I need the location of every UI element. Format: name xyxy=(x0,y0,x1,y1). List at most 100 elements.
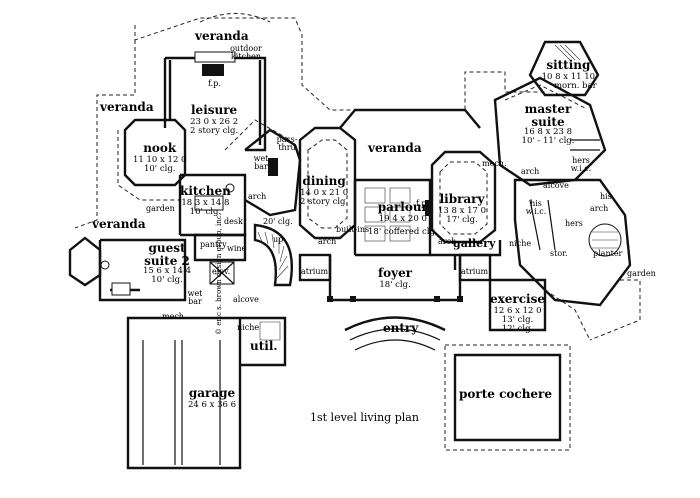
veranda-left-label: veranda xyxy=(100,100,154,114)
his-label: his xyxy=(600,192,612,201)
built-ins-label: built-ins xyxy=(336,225,370,234)
dining-ceiling xyxy=(307,139,348,229)
library-label: library 13 8 x 17 0 17' clg. xyxy=(438,190,486,225)
sitting-label: sitting 10 8 x 11 10 morn. bar xyxy=(540,56,597,91)
arch-master-label: arch xyxy=(521,167,540,176)
fp-parlour-label: f.p. xyxy=(416,199,429,208)
sitting-walls xyxy=(528,40,600,97)
niche-gallery-label: niche xyxy=(509,239,532,248)
parlour-walls xyxy=(353,178,432,257)
library-dims: 13 8 x 17 0 xyxy=(438,205,487,216)
exercise-dims: 12 6 x 12 0 xyxy=(493,305,542,316)
master-suite-walls xyxy=(493,76,607,187)
kitchen-island xyxy=(194,195,224,211)
garage-dims: 24 6 x 36 6 xyxy=(188,399,237,410)
entry-arc xyxy=(344,316,446,332)
wet-bar-upper-label: wet bar xyxy=(253,154,269,172)
exercise-label: exercise 12 6 x 12 0 13' clg. 12' clg. xyxy=(490,290,545,334)
library-walls xyxy=(430,150,497,244)
foyer-name: foyer xyxy=(378,266,413,280)
util-label: util. xyxy=(250,339,278,353)
exercise-ceiling: 13' clg. xyxy=(501,314,534,325)
garage-walls xyxy=(126,316,242,470)
nook-label: nook 11 10 x 12 0 10' clg. xyxy=(133,139,186,174)
hers-wic-shelf xyxy=(570,139,600,151)
library-ceiling: 17' clg. xyxy=(446,214,478,225)
garden-right-label: garden xyxy=(627,269,656,278)
master-bath-walls xyxy=(513,178,632,307)
pantry-label: pantry xyxy=(200,240,227,249)
nook-dims: 11 10 x 12 0 xyxy=(133,154,187,165)
kitchen-dims: 18 3 x 14 8 xyxy=(181,197,230,208)
passthru-dash xyxy=(224,119,291,151)
arch-bath-label: arch xyxy=(590,204,609,213)
util-walls xyxy=(240,316,287,367)
nook-name: nook xyxy=(143,141,177,155)
gallery-walls xyxy=(430,240,502,270)
desk-label: desk xyxy=(224,217,243,226)
dining-name: dining xyxy=(302,174,346,188)
guest-bath-tub xyxy=(111,282,131,296)
guest-toilet xyxy=(100,260,110,270)
veranda-center-walls xyxy=(339,108,481,129)
master-suite-name: master suite xyxy=(524,102,572,129)
pantry-walls xyxy=(193,233,247,262)
arch-library-label: arch xyxy=(438,237,457,246)
plan-title: 1st level living plan xyxy=(310,411,419,424)
atrium-right-label: atrium xyxy=(461,267,489,276)
stor-label: stor. xyxy=(550,249,568,258)
outdoor-kitchen-label: outdoor kitchen xyxy=(230,44,262,62)
his-wic-shelf xyxy=(529,199,556,251)
his-wic-label: his w.i.c. xyxy=(525,199,547,217)
guest-suite-name: guest suite 2 xyxy=(144,241,190,268)
parlour-name: parlour xyxy=(377,200,428,214)
entry-label: entry xyxy=(383,321,419,335)
leisure-label: leisure 23 0 x 26 2 2 story clg. xyxy=(190,101,238,136)
kitchen-ceiling: 10' clg. xyxy=(189,206,222,217)
niche-lower-label: niche xyxy=(237,323,260,332)
leisure-name: leisure xyxy=(191,103,238,117)
veranda-left-outline xyxy=(74,40,136,229)
sitting-dims: 10 8 x 11 10 xyxy=(541,71,596,82)
guest-bath-polygon xyxy=(68,236,102,287)
foyer-label: foyer 18' clg. xyxy=(378,264,412,290)
pass-thru-label: pass-thru xyxy=(276,135,298,153)
dining-ceiling: 2 story clg. xyxy=(300,196,349,207)
wine-label: wine xyxy=(227,244,247,253)
exercise-walls xyxy=(488,278,547,332)
garage-label: garage 24 6 x 36 6 xyxy=(188,384,236,410)
arch-dining-label: arch xyxy=(318,237,337,246)
sitting-hatch xyxy=(554,44,581,61)
porte-cochere-walls xyxy=(453,353,562,442)
foyer-ceiling: 18' clg. xyxy=(379,279,411,290)
leisure-walls xyxy=(163,56,267,152)
mech-upper-label: mech. xyxy=(482,159,507,168)
alcove-lower-label: alcove xyxy=(233,295,259,304)
nook-dash xyxy=(117,130,180,201)
guest-suite-dims: 15 6 x 14 4 xyxy=(142,266,192,277)
master-suite-dims: 16 8 x 23 8 xyxy=(523,127,573,138)
elevator-x xyxy=(209,261,235,285)
mech-lower-label: mech. xyxy=(162,312,187,321)
kitchen-sink xyxy=(225,183,235,193)
parlour-dims: 19 4 x 20 0 xyxy=(378,213,427,224)
kitchen-name: kitchen xyxy=(180,184,231,198)
exercise-name: exercise xyxy=(490,292,546,306)
parlour-fireplace xyxy=(425,200,431,216)
veranda-lower-left-label: veranda xyxy=(92,217,146,231)
atrium-left-label: atrium xyxy=(301,267,329,276)
leisure-ceiling: 2 story clg. xyxy=(190,125,239,136)
clg-20-label: 20' clg. xyxy=(263,217,293,226)
nook-ceiling: 10' clg. xyxy=(143,163,176,174)
copyright-notice: © eric s. brown design group, inc. xyxy=(215,213,223,335)
sitting-name: sitting xyxy=(546,58,591,72)
dining-dims: 14 0 x 21 0 xyxy=(300,187,349,198)
veranda-arc xyxy=(199,13,271,23)
exercise-ceiling2: 12' clg. xyxy=(501,323,534,334)
master-suite-dash xyxy=(504,84,586,109)
gallery-label: gallery xyxy=(453,237,496,250)
guest-suite-ceiling: 10' clg. xyxy=(151,275,183,286)
fp-top-label: f.p. xyxy=(208,79,221,88)
hers-wic-label: hers w.i.c. xyxy=(570,156,592,174)
